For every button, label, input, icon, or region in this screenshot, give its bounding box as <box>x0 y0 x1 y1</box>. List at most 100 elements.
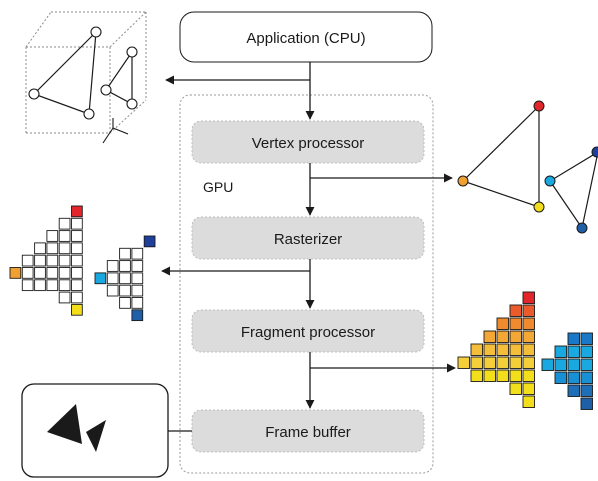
fragment-processor-stage: Fragment processor <box>191 309 425 353</box>
fragment-cell <box>522 382 535 395</box>
fragment-cell <box>483 356 496 369</box>
fragment-cell <box>131 272 144 285</box>
fragment-cell <box>496 330 509 343</box>
fragment-cell <box>34 279 46 292</box>
fragment-cell <box>46 242 59 255</box>
fragment-cell <box>483 330 496 343</box>
fragment-cell <box>580 332 593 345</box>
fragment-cell <box>509 330 522 343</box>
fragment-cell <box>94 272 107 285</box>
fragment-cell <box>509 369 522 382</box>
fragment-cell <box>106 272 119 285</box>
fragment-cell <box>58 291 71 304</box>
gpu-label: GPU <box>203 179 233 195</box>
fragment-cell <box>119 297 131 309</box>
fragment-cell <box>522 291 535 304</box>
wireframe-geometry-illustration <box>25 11 147 144</box>
fragment-cell <box>46 230 59 242</box>
fragment-cell <box>541 358 554 371</box>
fragment-cell <box>522 317 535 330</box>
shaded-fragment-grid-illustration <box>457 291 593 410</box>
fragment-grid-illustration <box>9 205 156 322</box>
rendered-triangle-large <box>47 404 82 444</box>
fragment-cell <box>58 217 71 230</box>
fragment-cell <box>71 254 83 267</box>
axes-icon <box>102 118 129 144</box>
fragment-cell <box>21 279 34 292</box>
fragment-cell <box>509 304 522 317</box>
frame-buffer-label: Frame buffer <box>265 424 351 441</box>
vertex-processor-label: Vertex processor <box>252 135 365 152</box>
gpu-container <box>179 94 434 474</box>
fragment-cell <box>470 356 483 369</box>
fragment-cell <box>580 397 593 410</box>
fragment-cell <box>58 279 71 292</box>
fragment-cell <box>567 384 580 397</box>
fragment-cell <box>58 230 71 242</box>
fragment-cell <box>554 358 567 371</box>
frame-buffer-stage: Frame buffer <box>191 409 425 453</box>
fragment-cell <box>46 279 59 292</box>
application-label: Application (CPU) <box>246 30 365 47</box>
fragment-cell <box>58 267 71 279</box>
fragment-cell <box>21 267 34 279</box>
fragment-cell <box>496 356 509 369</box>
fragment-cell <box>580 358 593 371</box>
pipeline-arrows <box>161 62 456 432</box>
fragment-cell <box>509 382 522 395</box>
fragment-cell <box>483 343 496 356</box>
fragment-cell <box>522 330 535 343</box>
fragment-cell <box>34 267 46 279</box>
fragment-cell <box>131 309 144 322</box>
display-output <box>21 383 169 478</box>
fragment-cell <box>522 395 535 408</box>
fragment-cell <box>71 205 83 218</box>
fragment-cell <box>131 297 144 309</box>
fragment-cell <box>580 371 593 384</box>
fragment-cell <box>119 260 131 272</box>
fragment-cell <box>496 343 509 356</box>
fragment-cell <box>554 371 567 384</box>
fragment-processor-label: Fragment processor <box>241 324 375 341</box>
rasterizer-label: Rasterizer <box>274 231 342 248</box>
fragment-cell <box>21 254 34 267</box>
fragment-cell <box>522 343 535 356</box>
rasterizer-stage: Rasterizer <box>191 216 425 260</box>
fragment-cell <box>131 284 144 297</box>
fragment-cell <box>143 235 156 248</box>
fragment-cell <box>106 260 119 272</box>
fragment-cell <box>580 384 593 397</box>
fragment-cell <box>131 247 144 260</box>
fragment-cell <box>496 317 509 330</box>
fragment-cell <box>71 291 83 304</box>
fragment-cell <box>71 242 83 255</box>
fragment-cell <box>567 371 580 384</box>
fragment-cell <box>470 343 483 356</box>
fragment-cell <box>34 242 46 255</box>
fragment-cell <box>46 254 59 267</box>
fragment-cell <box>58 242 71 255</box>
fragment-cell <box>567 332 580 345</box>
fragment-cell <box>71 217 83 230</box>
fragment-cell <box>554 345 567 358</box>
fragment-cell <box>457 356 470 369</box>
application-box: Application (CPU) <box>179 11 433 63</box>
fragment-cell <box>131 260 144 272</box>
fragment-cell <box>71 279 83 292</box>
fragment-cell <box>119 284 131 297</box>
fragment-cell <box>46 267 59 279</box>
fragment-cell <box>522 304 535 317</box>
fragment-cell <box>470 369 483 382</box>
fragment-cell <box>34 254 46 267</box>
fragment-cell <box>483 369 496 382</box>
fragment-cell <box>522 369 535 382</box>
fragment-cell <box>580 345 593 358</box>
fragment-cell <box>9 267 22 279</box>
fragment-cell <box>71 303 83 316</box>
vertex-processor-stage: Vertex processor <box>191 120 425 164</box>
rendered-triangle-small <box>86 420 106 452</box>
colored-triangles-illustration <box>457 100 598 234</box>
fragment-cell <box>119 272 131 285</box>
fragment-cell <box>509 317 522 330</box>
